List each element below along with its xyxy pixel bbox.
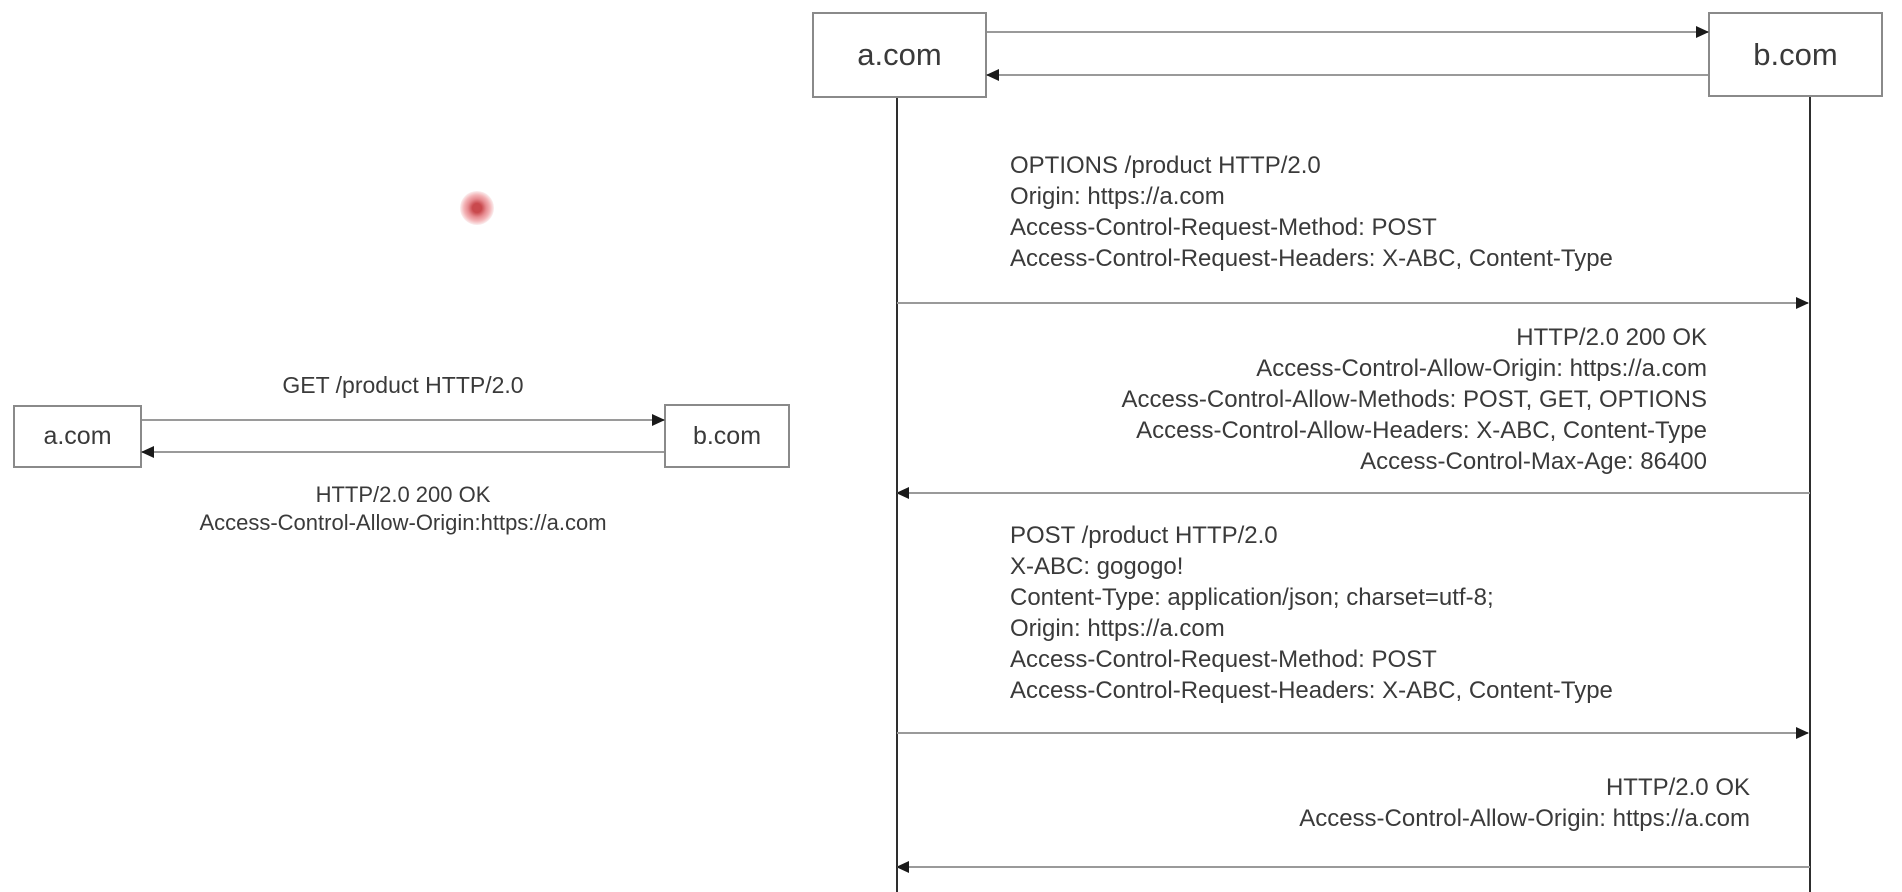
- actor-label-a: a.com: [857, 37, 942, 72]
- actor-box-a: a.com: [812, 12, 987, 98]
- actor-box-b-simple: b.com: [664, 404, 790, 468]
- message-line: Access-Control-Request-Headers: X-ABC, C…: [1010, 677, 1613, 704]
- message-line: Access-Control-Request-Headers: X-ABC, C…: [1010, 245, 1613, 272]
- simple-request-label: GET /product HTTP/2.0: [282, 372, 524, 398]
- lifeline-b: [1809, 95, 1811, 892]
- arrowhead-right-icon: [1796, 297, 1809, 309]
- message-block-main-response: HTTP/2.0 OK Access-Control-Allow-Origin:…: [1050, 772, 1750, 834]
- message-arrow-preflight-response: [896, 487, 1810, 499]
- simple-response-line: Access-Control-Allow-Origin:https://a.co…: [199, 510, 607, 535]
- simple-request-arrow: [142, 414, 665, 426]
- message-line: Access-Control-Allow-Origin: https://a.c…: [1256, 355, 1707, 382]
- message-line: Access-Control-Allow-Headers: X-ABC, Con…: [1136, 417, 1707, 444]
- top-arrow-a-to-b: [987, 26, 1709, 38]
- arrowhead-left-icon: [896, 861, 909, 873]
- actor-label-a-simple: a.com: [43, 422, 112, 450]
- message-arrow-main-request: [897, 727, 1809, 739]
- message-block-preflight-response: HTTP/2.0 200 OK Access-Control-Allow-Ori…: [1007, 322, 1707, 477]
- message-line: X-ABC: gogogo!: [1010, 553, 1184, 580]
- actor-box-a-simple: a.com: [13, 405, 142, 468]
- actor-label-b: b.com: [1753, 36, 1838, 72]
- message-line: Access-Control-Allow-Methods: POST, GET,…: [1121, 386, 1707, 413]
- message-line: Access-Control-Request-Method: POST: [1010, 214, 1437, 241]
- simple-response-line: HTTP/2.0 200 OK: [315, 482, 491, 507]
- arrowhead-right-icon: [652, 414, 665, 426]
- message-line: HTTP/2.0 OK: [1605, 774, 1750, 801]
- message-line: HTTP/2.0 200 OK: [1516, 324, 1707, 351]
- message-line: Access-Control-Request-Method: POST: [1010, 646, 1437, 673]
- top-arrow-b-to-a: [986, 69, 1708, 81]
- message-line: OPTIONS /product HTTP/2.0: [1010, 152, 1321, 179]
- arrowhead-left-icon: [141, 446, 154, 458]
- message-line: Access-Control-Max-Age: 86400: [1360, 448, 1707, 475]
- simple-response-arrow: [141, 446, 664, 458]
- laser-pointer-dot: [460, 191, 494, 225]
- message-block-preflight-request: OPTIONS /product HTTP/2.0 Origin: https:…: [1010, 150, 1613, 274]
- message-line: Origin: https://a.com: [1010, 183, 1225, 210]
- actor-label-b-simple: b.com: [692, 421, 762, 450]
- arrowhead-left-icon: [986, 69, 999, 81]
- message-line: Origin: https://a.com: [1010, 615, 1225, 642]
- message-line: Content-Type: application/json; charset=…: [1010, 584, 1494, 611]
- arrowhead-left-icon: [896, 487, 909, 499]
- arrowhead-right-icon: [1796, 727, 1809, 739]
- message-line: POST /product HTTP/2.0: [1010, 522, 1278, 549]
- message-arrow-preflight-request: [897, 297, 1809, 309]
- message-arrow-main-response: [896, 861, 1810, 873]
- message-block-main-request: POST /product HTTP/2.0 X-ABC: gogogo! Co…: [1010, 520, 1613, 706]
- arrowhead-right-icon: [1696, 26, 1709, 38]
- actor-box-b: b.com: [1708, 12, 1883, 97]
- message-line: Access-Control-Allow-Origin: https://a.c…: [1299, 805, 1750, 832]
- simple-response-block: HTTP/2.0 200 OK Access-Control-Allow-Ori…: [103, 481, 703, 537]
